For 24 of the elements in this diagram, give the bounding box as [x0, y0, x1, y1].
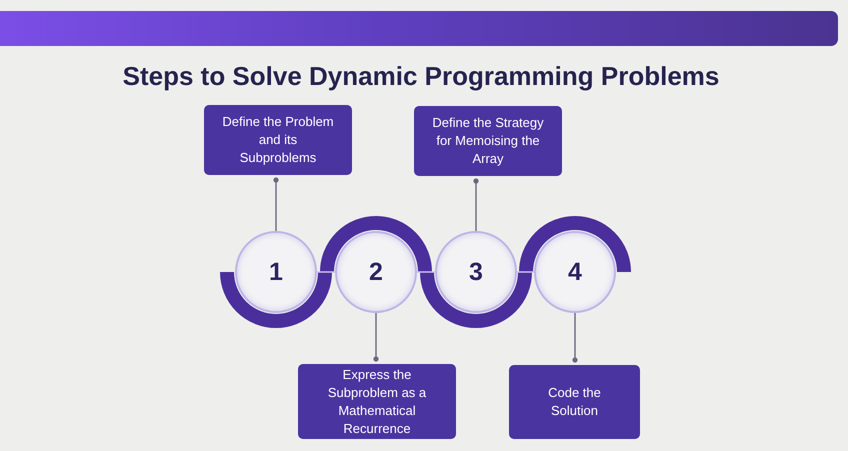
- step-circle: [534, 231, 616, 313]
- connector-line: [517, 271, 534, 273]
- step-card: [509, 365, 640, 439]
- step-number: 3: [469, 258, 483, 286]
- connector-line: [572, 313, 578, 363]
- connector-line: [417, 271, 435, 273]
- step-description: Express the Subproblem as a Mathematical Recurrence: [326, 366, 428, 438]
- step-description: Define the Strategy for Memoising the Array: [431, 114, 545, 168]
- step-card: [298, 364, 456, 439]
- step-circle: [335, 231, 417, 313]
- step-number: 4: [568, 258, 582, 286]
- step-circle: [235, 231, 317, 313]
- connector-line: [473, 178, 479, 231]
- step-card: [414, 106, 562, 176]
- connector-line: [273, 177, 279, 231]
- step-description: Code the Solution: [547, 384, 602, 420]
- step-card: [204, 105, 352, 175]
- step-number: 1: [269, 258, 283, 286]
- step-number: 2: [369, 258, 383, 286]
- diagram-title: Steps to Solve Dynamic Programming Problems: [122, 60, 720, 92]
- connector-line: [373, 313, 379, 362]
- step-description: Define the Problem and its Subproblems: [221, 113, 335, 167]
- connector-line: [317, 271, 335, 273]
- step-circle: [435, 231, 517, 313]
